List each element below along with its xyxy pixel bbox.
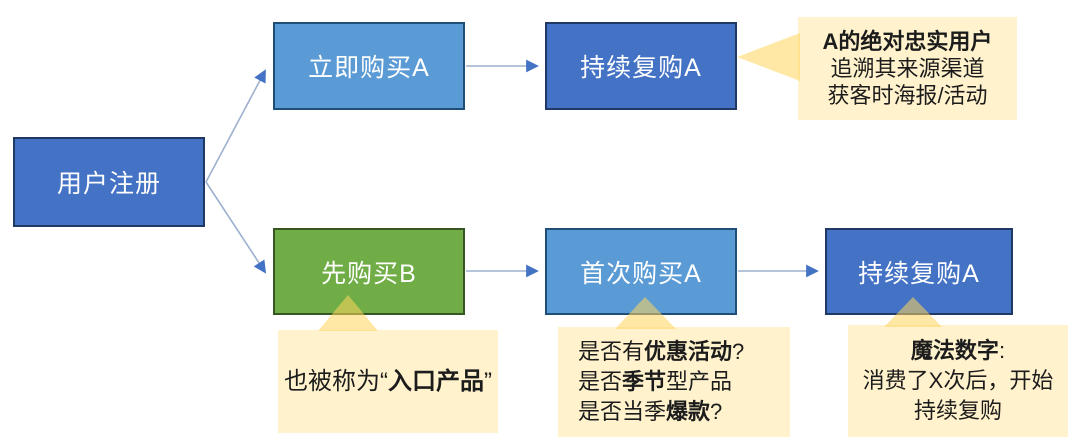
callout-loyal-line3: 获客时海报/活动 — [827, 83, 988, 108]
checks-l3-pre: 是否当季 — [578, 399, 667, 424]
checks-l3-bold: 爆款 — [666, 399, 711, 424]
node-user-register-label: 用户注册 — [56, 170, 161, 198]
callout-entry-product: 也被称为“入口产品” — [278, 330, 498, 433]
node-repeat-purchase-a-bottom: 持续复购A — [825, 228, 1013, 315]
checks-l1-pre: 是否有 — [578, 339, 645, 364]
node-repeat-purchase-a-top: 持续复购A — [545, 22, 737, 110]
callout-magic-number: 魔法数字: 消费了X次后，开始 持续复购 — [848, 325, 1068, 437]
callout-entry-pre: 也被称为“ — [284, 367, 388, 395]
checks-l2-bold: 季节 — [622, 369, 667, 394]
callout-checks-line1: 是否有优惠活动? — [578, 337, 790, 367]
callout-loyal-line1: A的绝对忠实用户 — [822, 29, 993, 54]
callout-checks-line3: 是否当季爆款? — [578, 397, 790, 427]
callout-magic-line3: 持续复购 — [913, 398, 1002, 423]
checks-l1-bold: 优惠活动 — [644, 339, 733, 364]
node-first-purchase-a: 首次购买A — [545, 228, 737, 315]
node-buy-b-first: 先购买B — [273, 228, 465, 315]
node-first-purchase-a-label: 首次购买A — [580, 259, 702, 288]
callout-magic-line2: 消费了X次后，开始 — [862, 368, 1054, 393]
node-repeat-purchase-a-top-label: 持续复购A — [580, 54, 702, 82]
node-buy-a-immediately-label: 立即购买A — [308, 54, 430, 82]
checks-l3-post: ? — [710, 399, 723, 424]
callout-purchase-checks: 是否有优惠活动? 是否季节型产品 是否当季爆款? — [558, 327, 790, 437]
callout-magic-line1: 魔法数字: — [848, 336, 1068, 366]
node-buy-a-immediately: 立即购买A — [273, 22, 465, 110]
node-user-register: 用户注册 — [13, 137, 205, 227]
checks-l1-post: ? — [732, 339, 745, 364]
arrow-register-to-buy-b — [205, 181, 267, 274]
callout-checks-line2: 是否季节型产品 — [578, 367, 790, 397]
callout-entry-line: 也被称为“入口产品” — [278, 368, 498, 396]
node-repeat-purchase-a-bottom-label: 持续复购A — [858, 259, 980, 288]
checks-l2-post: 型产品 — [666, 369, 733, 394]
callout-entry-bold: 入口产品 — [388, 367, 484, 395]
callout-loyal-line2: 追溯其来源渠道 — [830, 56, 985, 81]
callout-loyal-users: A的绝对忠实用户 追溯其来源渠道 获客时海报/活动 — [798, 17, 1017, 120]
magic-l1-post: : — [998, 338, 1006, 363]
magic-l1-bold: 魔法数字 — [910, 338, 999, 363]
callout-entry-post: ” — [484, 367, 492, 395]
checks-l2-pre: 是否 — [578, 369, 623, 394]
node-buy-b-first-label: 先购买B — [321, 259, 417, 288]
arrow-register-to-buy-a — [205, 69, 266, 183]
callout-loyal-pointer — [737, 33, 800, 81]
